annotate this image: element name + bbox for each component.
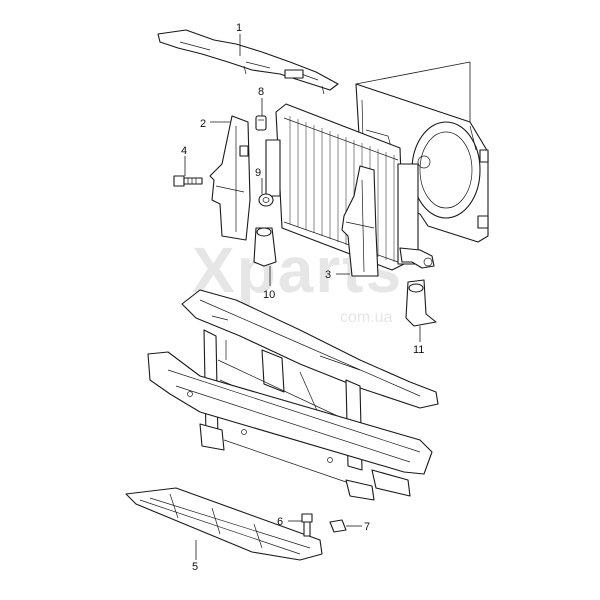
callout-5: 5 <box>192 561 198 573</box>
callout-6: 6 <box>277 516 283 528</box>
callout-8: 8 <box>258 86 264 98</box>
callout-9: 9 <box>255 167 261 179</box>
part-8-clip <box>255 115 267 131</box>
part-5-lower-panel <box>125 487 323 561</box>
part-7-clip-nut <box>329 519 347 533</box>
part-2-left-baffle <box>209 115 251 241</box>
part-10-left-bracket <box>253 227 277 267</box>
part-4-bolt <box>173 175 203 187</box>
part-1-upper-cover <box>157 29 339 95</box>
part-9-grommet <box>258 193 274 207</box>
callout-4: 4 <box>181 145 187 157</box>
leader-lines <box>184 34 471 560</box>
callout-7: 7 <box>364 521 370 533</box>
callout-10: 10 <box>263 289 275 301</box>
part-11-right-bracket <box>405 279 437 327</box>
front-carrier <box>147 289 439 501</box>
callout-11: 11 <box>413 344 424 356</box>
callout-1: 1 <box>236 22 242 34</box>
watermark-sub-text: com.ua <box>340 309 393 326</box>
part-6-screw <box>301 513 313 537</box>
callout-3: 3 <box>325 269 331 281</box>
callout-numbers: 1 2 3 4 5 6 7 8 9 10 11 <box>181 22 424 573</box>
part-3-right-baffle <box>341 165 379 277</box>
callout-2: 2 <box>200 118 206 130</box>
